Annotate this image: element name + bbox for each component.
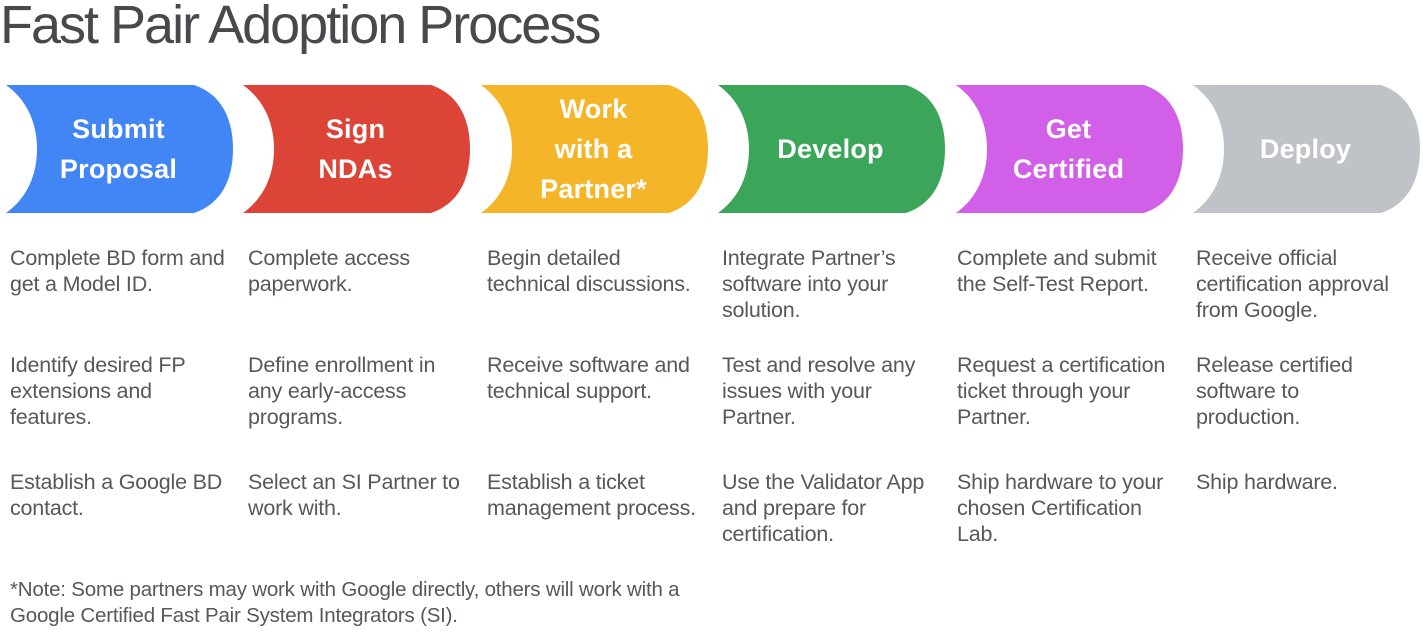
step-item-line: Establish a Google BD [10,470,223,494]
step-item-line: Complete and submit [957,246,1157,270]
step-shape-get-certified [956,85,1183,213]
step-item-line: Identify desired FP [10,353,186,377]
step-item-line: work with. [248,496,342,520]
step-item-line: management process. [487,496,696,520]
step-item-line: certification. [722,522,834,546]
step-item-line: software to [1196,379,1299,403]
step-item-line: Complete BD form and [10,246,225,270]
step-item-line: technical discussions. [487,272,691,296]
step-item-line: Use the Validator App [722,470,925,494]
step-item-line: software into your [722,272,889,296]
page-title: Fast Pair Adoption Process [0,0,601,55]
step-item-line: issues with your [722,379,872,403]
step-item-line: Define enrollment in [248,353,436,377]
step-item-line: Receive software and [487,353,690,377]
step-item-line: Partner. [722,405,796,429]
step-shape-sign-ndas [243,85,470,213]
step-shape-work-with-a-partner [481,85,708,213]
step-item-line: Test and resolve any [722,353,916,377]
step-item-line: solution. [722,298,801,322]
step-item-line: Integrate Partner’s [722,246,896,270]
step-item-line: contact. [10,496,84,520]
step-item-line: chosen Certification [957,496,1142,520]
step-item-line: Begin detailed [487,246,621,270]
step-item-line: Ship hardware to your [957,470,1164,494]
step-item-line: Ship hardware. [1196,470,1338,494]
step-item-line: certification approval [1196,272,1389,296]
step-item-line: the Self-Test Report. [957,272,1149,296]
step-item-line: features. [10,405,92,429]
step-item-line: extensions and [10,379,152,403]
step-shape-develop [718,85,945,213]
footnote-line: Google Certified Fast Pair System Integr… [10,603,458,627]
step-item-line: Receive official [1196,246,1338,270]
step-item-line: Complete access [248,246,410,270]
step-item-line: Select an SI Partner to [248,470,460,494]
step-item-line: Release certified [1196,353,1353,377]
step-item-line: technical support. [487,379,652,403]
step-item-line: Request a certification [957,353,1166,377]
step-item-line: Partner. [957,405,1031,429]
step-item-line: and prepare for [722,496,867,520]
step-item-line: ticket through your [957,379,1131,403]
step-item-line: production. [1196,405,1301,429]
footnote-line: *Note: Some partners may work with Googl… [10,578,680,601]
step-item-line: Establish a ticket [487,470,645,494]
footnote: *Note: Some partners may work with Googl… [10,577,680,628]
step-shape-submit-proposal [6,85,233,213]
step-item-line: get a Model ID. [10,272,153,296]
step-shape-deploy [1193,85,1420,213]
process-band [6,85,1420,213]
step-item-deploy-3: Ship hardware. [1196,469,1422,495]
step-item-line: any early-access [248,379,407,403]
step-item-line: Lab. [957,522,999,546]
step-item-line: paperwork. [248,272,353,296]
step-item-line: from Google. [1196,298,1318,322]
step-item-line: programs. [248,405,343,429]
